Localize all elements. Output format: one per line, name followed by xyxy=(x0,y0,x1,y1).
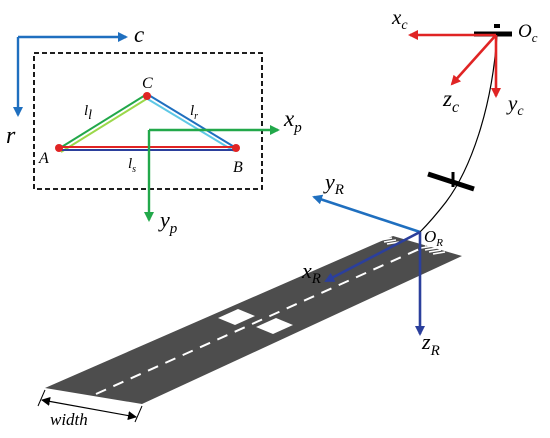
yr-axis-label: yR xyxy=(323,169,344,198)
touchdown-marking-right xyxy=(256,318,293,334)
image-boundary xyxy=(33,52,263,190)
point-b-label: B xyxy=(233,159,243,176)
width-arrow xyxy=(41,396,137,421)
camera-origin-label: Oc xyxy=(518,21,538,45)
aircraft-mid xyxy=(427,171,475,192)
flight-path xyxy=(419,34,498,233)
runway-surface xyxy=(45,236,462,404)
width-dimension: width xyxy=(37,389,143,429)
width-label: width xyxy=(50,410,88,429)
camera-frame: Oc xc yc zc xyxy=(391,5,538,119)
c-axis-label: c xyxy=(134,22,144,47)
runway-centerline xyxy=(95,245,427,395)
point-a xyxy=(55,144,63,152)
len-base-label: ls xyxy=(128,156,136,175)
len-left-label: ll xyxy=(84,103,92,123)
side-l-base xyxy=(59,146,236,151)
xr-axis-label: xR xyxy=(301,258,321,287)
side-l-right xyxy=(145,93,237,152)
point-a-label: A xyxy=(38,150,49,167)
threshold-markings xyxy=(377,235,446,255)
zc-axis xyxy=(450,34,497,86)
point-c xyxy=(143,92,151,100)
yp-axis-label: yp xyxy=(158,207,178,237)
zr-axis-label: zR xyxy=(421,329,440,359)
touchdown-marking-left xyxy=(218,309,255,325)
point-c-label: C xyxy=(142,75,153,92)
runway-origin-label: OR xyxy=(424,227,443,249)
aircraft-top xyxy=(474,24,512,37)
yr-axis xyxy=(312,194,421,234)
r-axis-label: r xyxy=(6,123,16,149)
xc-axis-label: xc xyxy=(391,5,408,33)
runway-frame: OR yR xR zR xyxy=(301,169,443,359)
len-right-label: lr xyxy=(190,103,198,122)
point-b xyxy=(232,144,240,152)
image-plane: c r A B C ll lr ls xp xyxy=(6,22,302,237)
xr-axis xyxy=(324,230,421,283)
side-l-left xyxy=(59,93,149,153)
xp-axis-label: xp xyxy=(283,106,302,136)
zc-axis-label: zc xyxy=(442,86,459,116)
runway xyxy=(45,235,462,404)
yc-axis-label: yc xyxy=(506,91,524,119)
